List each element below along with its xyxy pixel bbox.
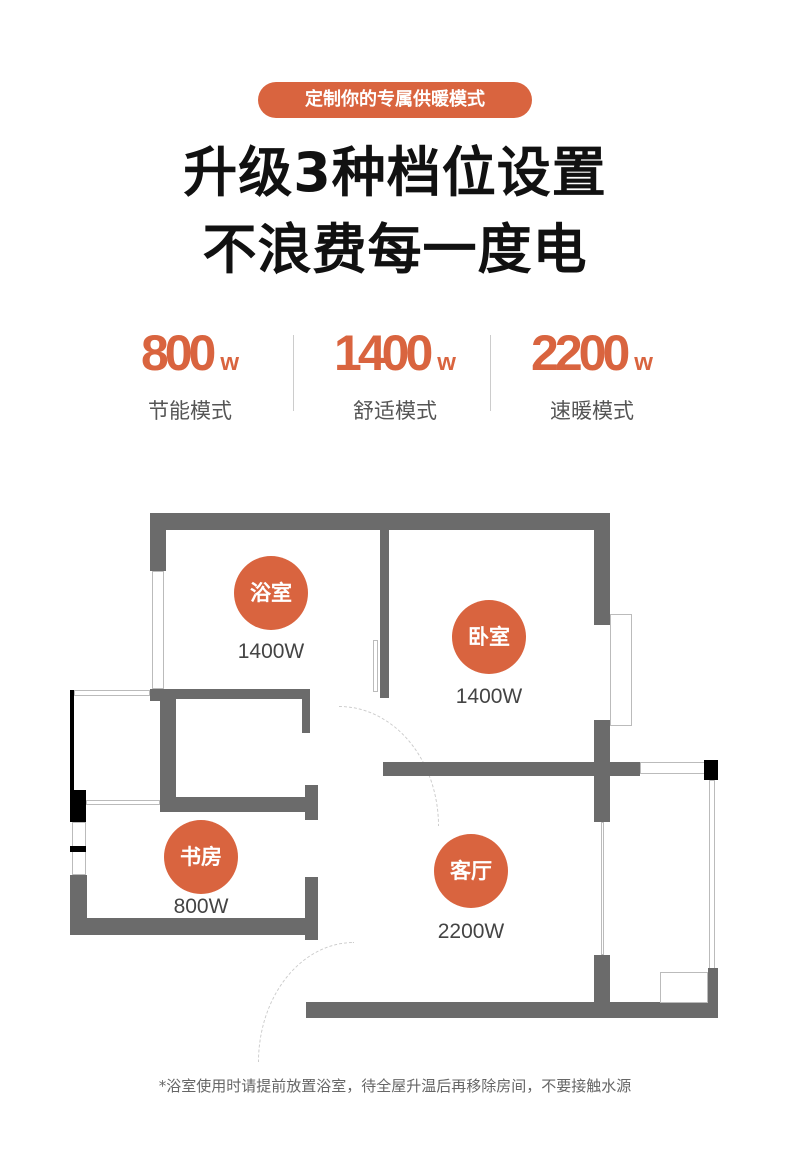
wall xyxy=(150,513,166,571)
room-power: 1400W xyxy=(237,640,305,663)
wall xyxy=(704,760,718,780)
wall xyxy=(305,785,318,820)
wall xyxy=(160,797,310,812)
window xyxy=(152,571,164,689)
wall xyxy=(160,699,176,811)
mode-label: 舒适模式 xyxy=(353,399,437,423)
mode-unit: w xyxy=(437,349,456,376)
wall xyxy=(306,1002,718,1018)
mode-value: 1400 xyxy=(334,325,433,381)
mode-label: 速暖模式 xyxy=(550,399,634,423)
window xyxy=(74,690,150,696)
mode-label: 节能模式 xyxy=(148,399,232,423)
headline-line2: 不浪费每一度电 xyxy=(202,218,588,281)
cabinet xyxy=(660,972,708,1003)
room-power: 800W xyxy=(173,895,229,918)
wall xyxy=(380,530,389,698)
wall xyxy=(383,762,640,776)
mode-value: 800 xyxy=(140,325,216,381)
mode-value: 2200 xyxy=(531,325,630,381)
room-badge-bathroom: 浴室 xyxy=(234,556,308,630)
mode-unit: w xyxy=(634,349,653,376)
headline-line1: 升级3种档位设置 xyxy=(183,141,607,204)
wall xyxy=(708,968,718,1018)
door-slide xyxy=(86,800,160,805)
window xyxy=(610,614,632,726)
promo-badge: 定制你的专属供暖模式 xyxy=(258,82,532,118)
window xyxy=(709,780,715,970)
wall xyxy=(70,690,74,790)
wall xyxy=(70,918,318,935)
divider xyxy=(293,335,294,411)
room-power: 2200W xyxy=(437,920,505,943)
wall xyxy=(150,513,610,530)
door-arc xyxy=(258,942,354,1062)
footnote: *浴室使用时请提前放置浴室，待全屋升温后再移除房间，不要接触水源 xyxy=(158,1077,632,1095)
room-power: 1400W xyxy=(455,685,523,708)
divider xyxy=(490,335,491,411)
door-slide xyxy=(601,822,604,955)
mode-unit: w xyxy=(220,349,240,376)
wall xyxy=(594,513,610,625)
wall xyxy=(150,689,310,699)
room-badge-living: 客厅 xyxy=(434,834,508,908)
door-slide xyxy=(373,640,378,692)
window xyxy=(640,762,705,774)
wall xyxy=(305,877,318,940)
wall xyxy=(70,846,86,852)
room-badge-study: 书房 xyxy=(164,820,238,894)
room-badge-bedroom: 卧室 xyxy=(452,600,526,674)
wall xyxy=(70,790,86,822)
wall xyxy=(594,720,610,822)
wall xyxy=(302,689,310,733)
